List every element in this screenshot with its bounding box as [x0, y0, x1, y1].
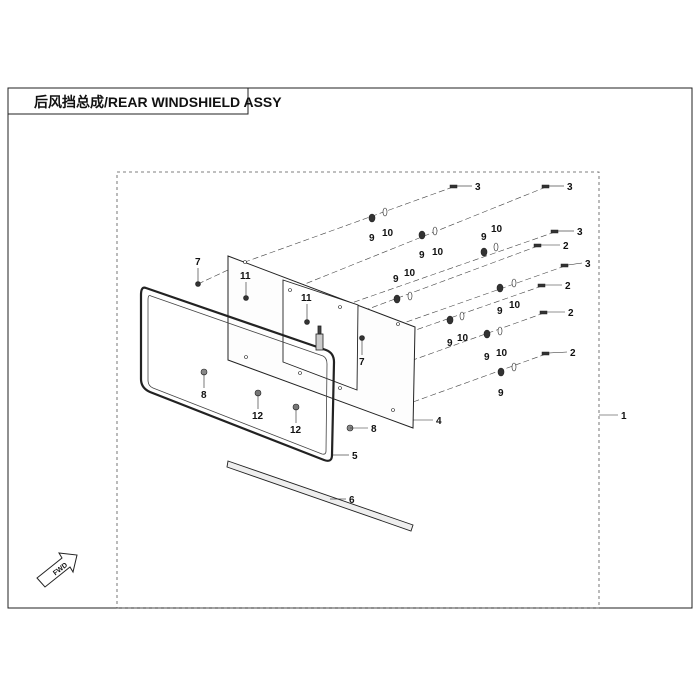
- callout-3: 3: [567, 182, 573, 193]
- panel-holes: [243, 260, 400, 412]
- title-box: [7, 87, 249, 115]
- callout-labels: 1 2 2 2 2 3 3 3 3 4 5 6 7 7 8 8 9 9 9 9 …: [195, 182, 627, 506]
- page-title: 后风挡总成/REAR WINDSHIELD ASSY: [34, 94, 282, 110]
- callout-10: 10: [432, 247, 444, 258]
- dashed-leaders: [197, 186, 566, 403]
- callout-11: 11: [240, 271, 251, 282]
- callout-9: 9: [393, 274, 399, 285]
- callout-leaders: [197, 185, 618, 500]
- callout-11: 11: [301, 293, 312, 304]
- callout-10: 10: [496, 348, 508, 359]
- callout-9: 9: [369, 233, 375, 244]
- callout-3: 3: [475, 182, 481, 193]
- callout-1: 1: [621, 411, 627, 422]
- callout-2: 2: [570, 348, 576, 359]
- callout-2: 2: [565, 281, 571, 292]
- seal-frame: [139, 286, 336, 462]
- seal-frame-inner: [147, 295, 328, 455]
- callout-9: 9: [497, 306, 503, 317]
- callout-9: 9: [481, 232, 487, 243]
- callout-7: 7: [195, 257, 201, 268]
- fwd-arrow-icon: FWD: [36, 552, 78, 588]
- fastener-group: [195, 281, 365, 432]
- callout-5: 5: [352, 451, 358, 462]
- callout-2: 2: [563, 241, 569, 252]
- callout-7: 7: [359, 357, 365, 368]
- callout-9: 9: [419, 250, 425, 261]
- callout-10: 10: [382, 228, 394, 239]
- callout-12: 12: [290, 425, 302, 436]
- callout-2: 2: [568, 308, 574, 319]
- callout-10: 10: [509, 300, 521, 311]
- screw-group: [449, 184, 569, 356]
- callout-9: 9: [498, 388, 504, 399]
- callout-8: 8: [371, 424, 377, 435]
- callout-3: 3: [585, 259, 591, 270]
- callout-10: 10: [491, 224, 503, 235]
- callout-8: 8: [201, 390, 207, 401]
- callout-9: 9: [484, 352, 490, 363]
- callout-12: 12: [252, 411, 264, 422]
- nut-washer-group: [368, 207, 517, 377]
- callout-10: 10: [404, 268, 416, 279]
- callout-4: 4: [436, 416, 442, 427]
- weatherstrip: [226, 460, 414, 532]
- window-latch: [315, 325, 324, 351]
- callout-9: 9: [447, 338, 453, 349]
- callout-6: 6: [349, 495, 355, 506]
- callout-10: 10: [457, 333, 469, 344]
- assembly-boundary: [116, 171, 600, 609]
- callout-3: 3: [577, 227, 583, 238]
